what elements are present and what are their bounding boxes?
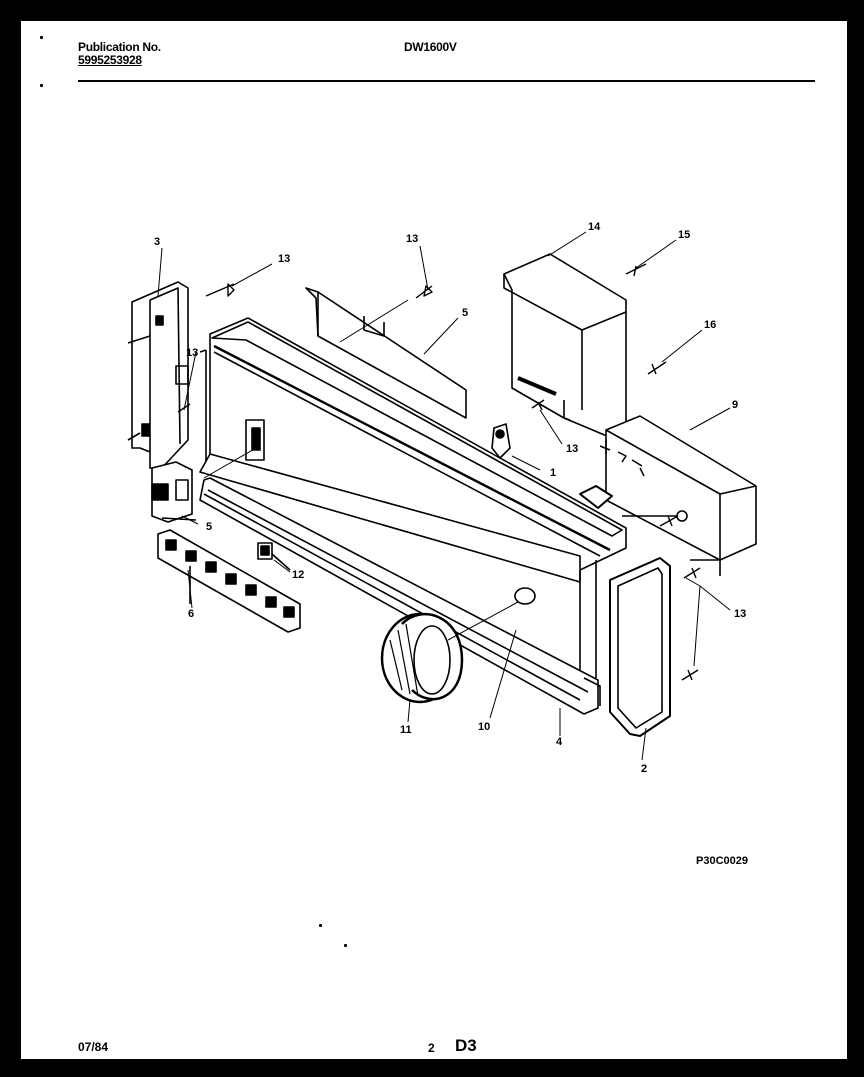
part-14-cover [503, 253, 627, 445]
callout-2: 2 [641, 763, 647, 775]
callout-5: 5 [206, 521, 212, 533]
part-4-kick-rail [199, 477, 601, 715]
publication-number: 5995253928 [78, 53, 142, 67]
callout-13: 13 [278, 253, 290, 265]
callout-13: 13 [734, 608, 746, 620]
callout-15: 15 [678, 229, 690, 241]
part-5-switch [151, 461, 197, 523]
callout-1: 1 [550, 467, 556, 479]
callout-8: 5 [462, 307, 468, 319]
callout-4: 4 [556, 736, 563, 748]
screws [177, 263, 701, 681]
margin-mark [40, 84, 43, 87]
header-rule [78, 80, 815, 82]
part-12-clip [257, 542, 291, 571]
callout-13: 13 [406, 233, 418, 245]
callout-6: 6 [188, 608, 194, 620]
leader-lines [157, 231, 731, 761]
part-6-button-bracket [157, 529, 301, 633]
callout-labels: 3 13 13 5 13 14 15 16 9 13 1 5 12 6 13 1… [154, 221, 746, 775]
part-2-end-cap [609, 557, 671, 737]
part-10-panel-face [514, 587, 536, 605]
part-9-control-box [579, 415, 757, 576]
model-number: DW1600V [404, 40, 457, 54]
drawing-code: P30C0029 [696, 855, 748, 867]
callout-13: 13 [566, 443, 578, 455]
callout-13: 13 [186, 347, 198, 359]
publication-label: Publication No. [78, 40, 161, 54]
part-8-rail [305, 287, 467, 419]
footer-date: 07/84 [78, 1040, 109, 1054]
footer-section: D3 [455, 1036, 477, 1055]
part-1-clamp [491, 423, 511, 459]
callout-14: 14 [588, 221, 601, 233]
callout-16: 16 [704, 319, 716, 331]
callout-11: 11 [400, 724, 412, 736]
callout-10: 10 [478, 721, 490, 733]
margin-mark [319, 924, 322, 927]
footer-page-number: 2 [428, 1041, 435, 1055]
callout-12: 12 [292, 569, 304, 581]
margin-mark [344, 944, 347, 947]
callout-3: 3 [154, 236, 160, 248]
callout-9: 9 [732, 399, 738, 411]
part-11-knob [380, 612, 464, 704]
margin-mark [40, 36, 43, 39]
console-panel [199, 317, 627, 678]
part-3-left-end-bracket [127, 281, 189, 471]
